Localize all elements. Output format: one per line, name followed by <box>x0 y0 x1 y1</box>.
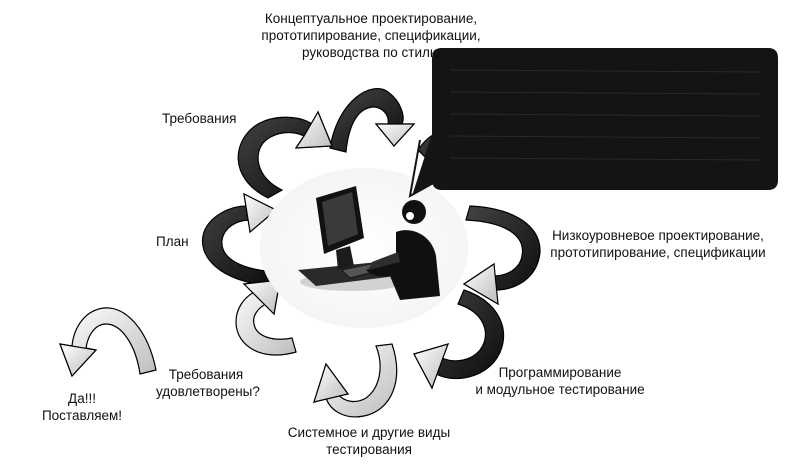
speech-bubble-icon <box>408 48 778 198</box>
label-requirements: Требования <box>162 111 237 126</box>
label-requirements-met: Требования удовлетворены? <box>156 366 260 400</box>
label-conceptual: Концептуальное проектирование, прототипи… <box>258 10 484 61</box>
arrow-system-testing <box>313 343 398 418</box>
label-system-testing-line-1: Системное и другие виды <box>287 425 451 440</box>
label-conceptual-line-2: прототипирование, спецификации, <box>261 28 481 43</box>
label-conceptual-line-1: Концептуальное проектирование, <box>264 11 478 26</box>
label-system-testing: Системное и другие виды тестирования <box>280 424 458 458</box>
label-lowlevel-line-1: Низкоуровневое проектирование, <box>552 228 764 243</box>
arrow-ship <box>59 307 157 378</box>
label-programming-line-1: Программирование <box>498 365 622 380</box>
label-ship: Да!!! Поставляем! <box>36 390 128 424</box>
arrow-programming <box>413 289 505 390</box>
label-conceptual-line-3: руководства по стилю <box>301 45 441 60</box>
center-area <box>260 168 468 328</box>
label-requirements-met-line-2: удовлетворены? <box>156 384 260 399</box>
arrow-requirements-met <box>235 279 297 356</box>
label-lowlevel: Низкоуровневое проектирование, прототипи… <box>540 227 776 261</box>
arrow-plan <box>202 192 279 287</box>
label-programming: Программирование и модульное тестировани… <box>470 364 650 398</box>
label-programming-line-2: и модульное тестирование <box>475 382 645 397</box>
computer-user-icon <box>298 186 440 300</box>
arrow-requirements <box>237 110 333 199</box>
label-ship-line-1: Да!!! <box>68 391 96 406</box>
arrow-lowlevel <box>462 205 541 306</box>
label-system-testing-line-2: тестирования <box>326 442 412 457</box>
arrow-conceptual <box>329 88 416 153</box>
label-requirements-met-line-1: Требования <box>168 367 244 382</box>
label-plan: План <box>156 234 189 249</box>
label-ship-line-2: Поставляем! <box>41 408 123 423</box>
label-lowlevel-line-2: прототипирование, спецификации <box>550 245 766 260</box>
